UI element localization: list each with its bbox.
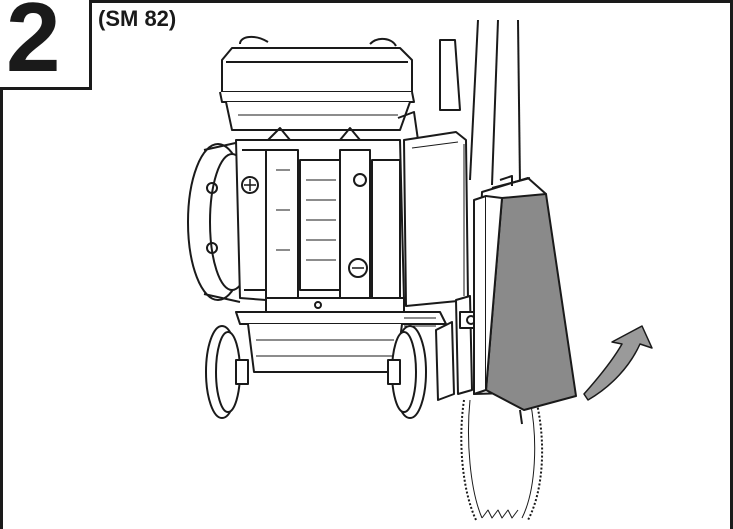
fuel-tank (219, 36, 415, 131)
saw-blade (460, 399, 544, 521)
engine-block (235, 111, 419, 301)
handle-bars (439, 19, 521, 186)
rear-wheel-left (205, 325, 249, 419)
recoil-starter (187, 141, 255, 303)
rear-wheel-right (387, 325, 427, 419)
curved-arrow-icon (583, 325, 653, 401)
model-label: (SM 82) (98, 6, 177, 31)
blade-guard (473, 175, 577, 425)
step-number-box: 2 (0, 0, 92, 90)
step-number: 2 (6, 0, 61, 92)
belt-guard (403, 131, 469, 307)
